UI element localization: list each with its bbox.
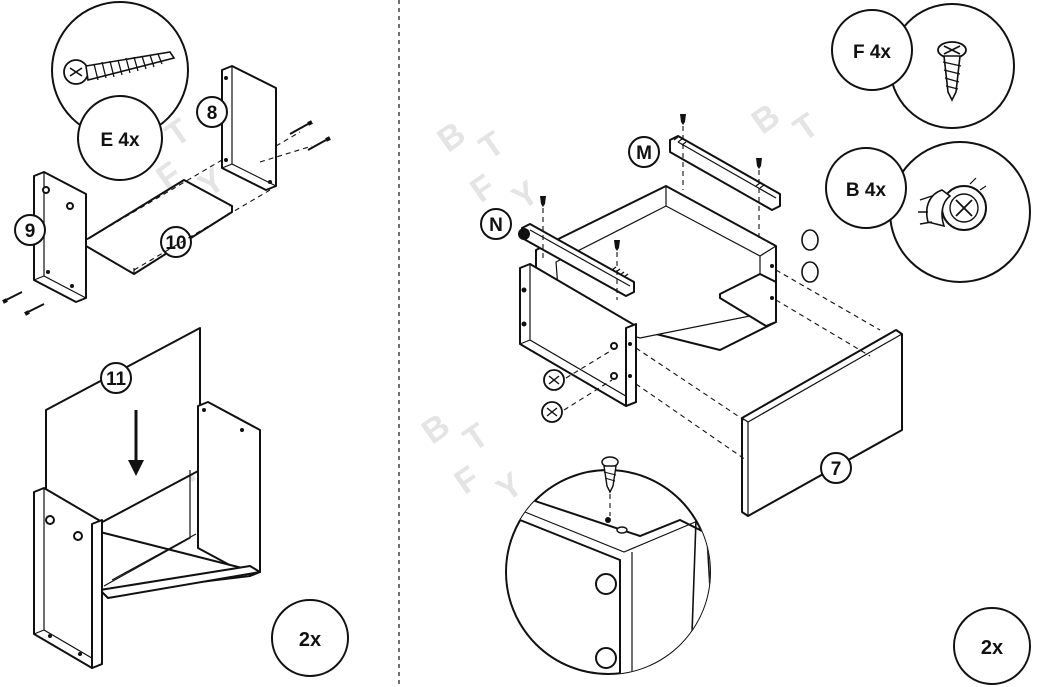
slide-rail-m: M bbox=[628, 135, 781, 211]
hardware-e-callout: E 4x bbox=[51, 1, 189, 181]
short-screw-icon bbox=[601, 456, 619, 494]
short-screw-icon bbox=[540, 114, 762, 251]
hardware-f-label: F 4x bbox=[853, 42, 891, 63]
part-n-label: N bbox=[489, 215, 503, 236]
svg-text:B: B bbox=[431, 115, 473, 160]
part-11-label: 11 bbox=[106, 369, 127, 390]
repeat-label-left: 2x bbox=[299, 629, 321, 651]
watermark-right-3: B T bbox=[745, 96, 826, 149]
part-9-label: 9 bbox=[25, 221, 36, 242]
detail-magnifier bbox=[505, 456, 711, 675]
hardware-f-callout: F 4x bbox=[831, 3, 1015, 129]
slide-rail-n: N bbox=[480, 208, 635, 297]
svg-text:Y: Y bbox=[505, 173, 546, 217]
wood-screw-icon bbox=[63, 51, 176, 85]
panel-8: 8 bbox=[196, 65, 277, 191]
drawer-box bbox=[519, 185, 777, 407]
part-m-label: M bbox=[636, 143, 652, 164]
short-screw-icon bbox=[937, 41, 967, 102]
wood-screw-icon bbox=[289, 120, 331, 151]
part-8-label: 8 bbox=[207, 103, 218, 124]
cam-lock-icon bbox=[918, 177, 987, 231]
repeat-label-right: 2x bbox=[981, 637, 1003, 659]
svg-text:Y: Y bbox=[489, 465, 530, 509]
panel-9: 9 bbox=[14, 171, 87, 303]
svg-text:T: T bbox=[472, 124, 511, 167]
shelf-10: 10 bbox=[85, 179, 233, 275]
svg-text:B: B bbox=[745, 96, 787, 141]
part-7-label: 7 bbox=[831, 459, 842, 480]
cam-lock-icon bbox=[541, 229, 819, 423]
wood-screw-icon bbox=[2, 291, 45, 316]
svg-text:T: T bbox=[457, 416, 496, 459]
svg-text:F: F bbox=[463, 167, 502, 210]
part-10-label: 10 bbox=[165, 233, 186, 254]
hardware-b-callout: B 4x bbox=[825, 141, 1031, 283]
cabinet-frame-assembly: 11 bbox=[33, 327, 261, 669]
repeat-badge-right: 2x bbox=[953, 607, 1031, 685]
svg-text:B: B bbox=[415, 406, 457, 451]
hardware-b-label: B 4x bbox=[846, 180, 887, 201]
svg-text:F: F bbox=[448, 459, 487, 502]
hardware-e-label: E 4x bbox=[100, 130, 140, 151]
svg-text:T: T bbox=[787, 106, 826, 149]
drawer-front-7: 7 bbox=[741, 329, 903, 517]
repeat-badge-left: 2x bbox=[271, 599, 349, 677]
watermark-right-2: B T F Y bbox=[415, 406, 530, 509]
